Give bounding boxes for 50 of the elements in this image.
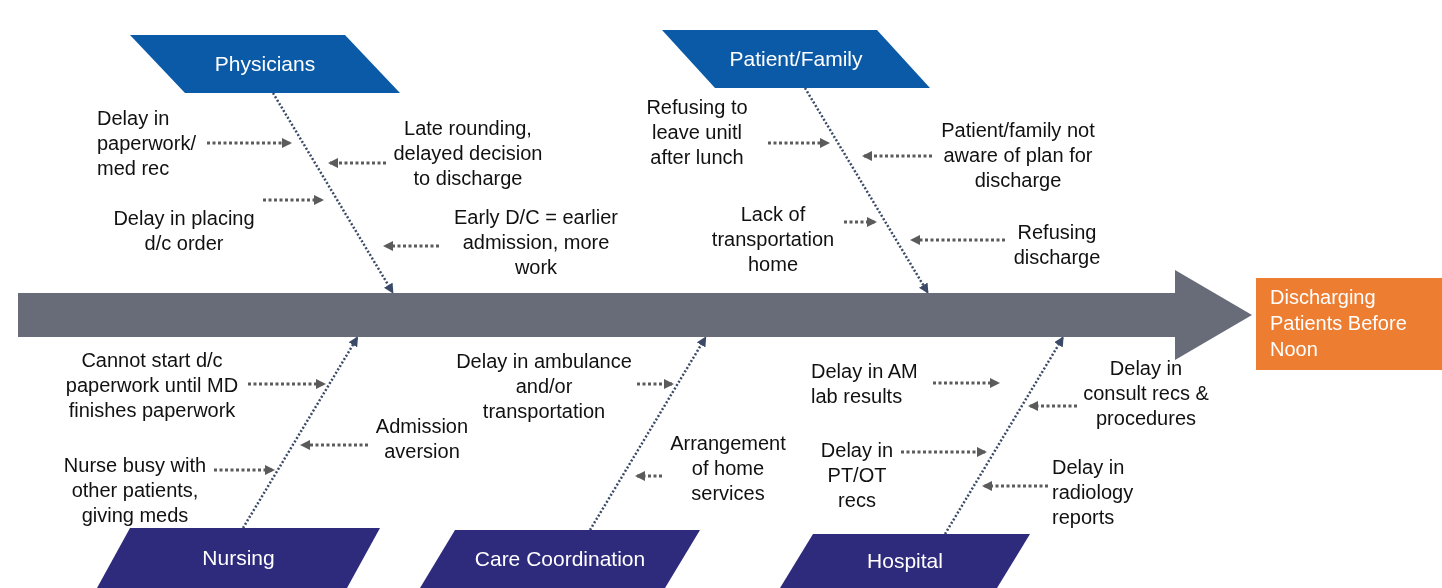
category-label: Physicians	[213, 52, 317, 76]
category-banner	[662, 30, 930, 88]
cause-arrow	[933, 377, 1001, 389]
cause-arrow	[634, 470, 662, 482]
category-banner	[420, 530, 700, 588]
cause-arrow	[263, 194, 325, 206]
cause-text: Late rounding, delayed decision to discharge	[390, 116, 546, 191]
cause-arrow	[207, 137, 293, 149]
cause-arrow	[299, 439, 368, 451]
cause-text: Nurse busy with other patients, giving meds	[60, 453, 210, 528]
cause-arrow	[327, 157, 386, 169]
cause-text: Delay in placing d/c order	[109, 206, 259, 256]
cause-arrow	[844, 216, 878, 228]
cause-arrow	[637, 378, 675, 390]
category-label: Nursing	[201, 546, 276, 570]
category-banner	[780, 534, 1030, 588]
bone-arrow	[803, 87, 929, 294]
bone-arrow	[943, 336, 1064, 535]
cause-arrow	[768, 137, 831, 149]
cause-text: Cannot start d/c paperwork until MD finishes paperwork	[60, 348, 244, 423]
cause-text: Delay in PT/OT recs	[817, 438, 897, 513]
bone-arrow	[588, 336, 707, 531]
cause-text: Early D/C = earlier admission, more work	[443, 205, 629, 280]
cause-arrow	[214, 464, 276, 476]
category-label: Hospital	[866, 549, 944, 573]
cause-text: Refusing to leave unitl after lunch	[630, 95, 764, 170]
effect-box: Discharging Patients Before Noon	[1256, 278, 1442, 370]
cause-text: Delay in AM lab results	[811, 359, 929, 409]
cause-text: Lack of transportation home	[706, 202, 840, 277]
category-banner	[130, 35, 400, 93]
cause-text: Refusing discharge	[1009, 220, 1105, 270]
cause-arrow	[1027, 400, 1077, 412]
bone-arrow	[241, 336, 359, 529]
cause-arrow	[909, 234, 1005, 246]
cause-text: Delay in consult recs & procedures	[1081, 356, 1211, 431]
bone-arrow	[271, 92, 394, 294]
cause-text: Delay in radiology reports	[1052, 455, 1140, 530]
spine-arrowhead	[1175, 270, 1252, 360]
cause-arrow	[861, 150, 932, 162]
cause-text: Admission aversion	[372, 414, 472, 464]
cause-text: Delay in paperwork/ med rec	[97, 106, 203, 181]
cause-text: Arrangement of home services	[666, 431, 790, 506]
cause-arrow	[901, 446, 988, 458]
cause-text: Patient/family not aware of plan for discharge	[936, 118, 1100, 193]
cause-arrow	[981, 480, 1048, 492]
category-label: Patient/Family	[728, 47, 864, 71]
category-label: Care Coordination	[473, 547, 647, 571]
cause-arrow	[382, 240, 439, 252]
category-banner	[97, 528, 380, 588]
cause-arrow	[248, 378, 327, 390]
